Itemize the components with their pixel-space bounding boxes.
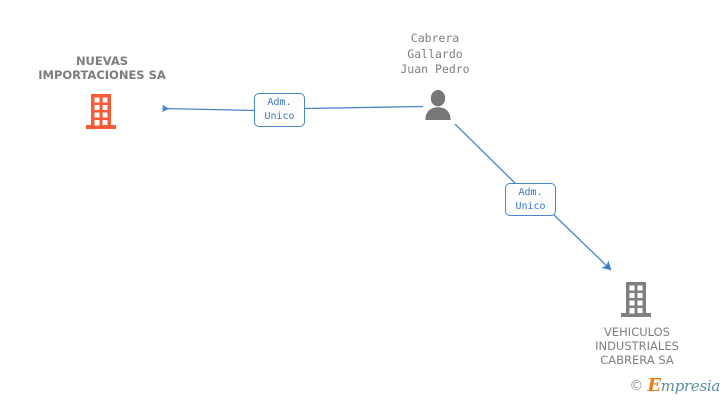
node-label-cabrera-gallardo-juan-pedro: Cabrera Gallardo Juan Pedro xyxy=(400,31,470,76)
building-icon xyxy=(86,94,118,134)
person-icon xyxy=(422,90,454,124)
brand-initial: E xyxy=(647,375,661,396)
edge-label-adm-unico-vehiculos[interactable]: Adm. Unico xyxy=(505,183,556,216)
building-icon xyxy=(621,282,653,322)
brand-wordmark: Empresia xyxy=(647,377,720,395)
brand-rest: mpresia xyxy=(660,377,721,395)
edge-label-adm-unico-nuevas[interactable]: Adm. Unico xyxy=(254,93,305,127)
node-label-nuevas-importaciones: NUEVAS IMPORTACIONES SA xyxy=(38,54,166,82)
copyright-icon: © xyxy=(629,378,644,394)
empresia-watermark: © Empresia xyxy=(629,377,720,395)
node-label-vehiculos-industriales-cabrera: VEHICULOS INDUSTRIALES CABRERA SA xyxy=(595,325,679,367)
